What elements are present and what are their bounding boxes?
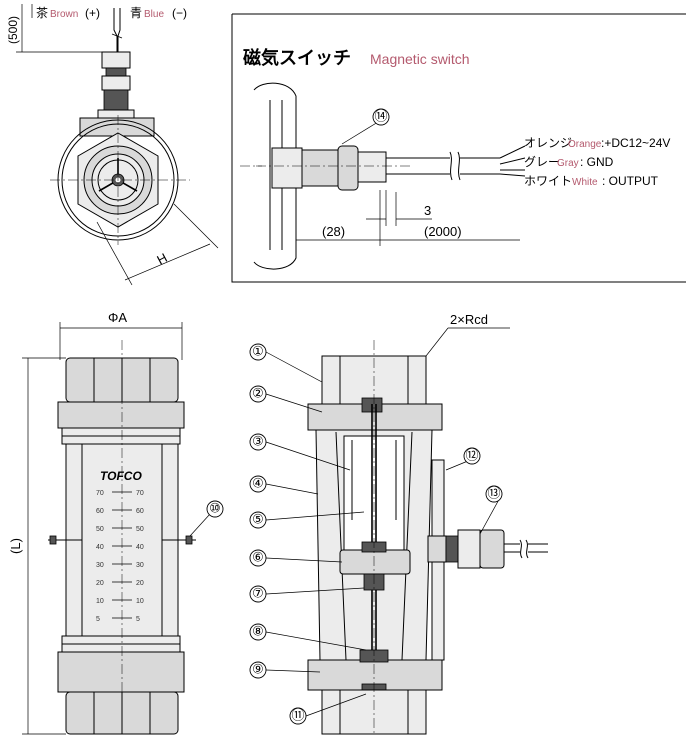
callout-leader [265, 511, 365, 521]
scale-label-right: 70 [136, 490, 144, 497]
callout-leader [265, 351, 323, 383]
scale-label-right: 5 [136, 616, 140, 623]
callout-circle [249, 585, 267, 603]
switch-title-en: Magnetic switch [370, 51, 470, 67]
brand-logo: TOFCO [100, 469, 142, 483]
dim-h: H [154, 250, 169, 268]
callout-number: ⑫ [465, 449, 478, 464]
scale-label-right: 30 [136, 562, 144, 569]
callout-number: ④ [252, 477, 264, 492]
callout-number: ⑥ [252, 551, 264, 566]
callout-circle [249, 343, 267, 361]
scale-label-left: 70 [96, 490, 104, 497]
scale-label-left: 10 [96, 598, 104, 605]
callout-number: ⑦ [252, 587, 264, 602]
gray-value: : GND [580, 155, 614, 169]
callout-number: ⑤ [252, 513, 264, 528]
callout-leader [265, 669, 321, 673]
callout-number: ⑧ [252, 625, 264, 640]
dim-28: (28) [322, 224, 345, 239]
callout-leader [265, 557, 343, 563]
callout-circle [249, 433, 267, 451]
dim-rcd: 2×Rcd [450, 312, 488, 327]
gray-label-jp: グレー [524, 155, 560, 169]
orange-label-en: Orange [568, 139, 602, 150]
magnetic-switch-panel: 磁気スイッチ Magnetic switch ⑭ オレンジ Orange :+D… [231, 13, 686, 283]
scale-label-left: 20 [96, 580, 104, 587]
white-label-jp: ホワイト [524, 174, 572, 188]
scale-label-right: 60 [136, 508, 144, 515]
front-view: ΦA (L) TOFCO 70 70 60 60 50 50 40 40 30 30 20 20 10 1… [8, 310, 224, 736]
scale-label-right: 50 [136, 526, 144, 533]
minus-label: (−) [172, 6, 187, 20]
callout-leader [265, 483, 319, 495]
callout-circle [249, 549, 267, 567]
callout-leader [305, 693, 367, 717]
callout-leader [265, 631, 367, 651]
callout-circle [485, 485, 503, 503]
scale-label-left: 60 [96, 508, 104, 515]
scale-label-left: 30 [96, 562, 104, 569]
callout-10: ⑩ [209, 502, 221, 517]
callout-number: ⑪ [291, 709, 304, 724]
callout-circle [249, 511, 267, 529]
dim-2000: (2000) [424, 224, 462, 239]
blue-wire-label-en: Blue [144, 9, 164, 20]
callout-circle [249, 623, 267, 641]
top-view: (500) 茶 Brown (+) 青 Blue (−) [6, 4, 219, 286]
switch-title-jp: 磁気スイッチ [243, 47, 351, 69]
callout-14: ⑭ [374, 110, 387, 125]
callout-number: ⑨ [252, 663, 264, 678]
brown-wire-label-jp: 茶 [36, 5, 48, 20]
callout-circle [289, 707, 307, 725]
scale-label-right: 20 [136, 580, 144, 587]
callout-circle [249, 385, 267, 403]
callout-leader [265, 587, 365, 595]
dim-3: 3 [424, 203, 431, 218]
plus-label: (+) [85, 6, 100, 20]
scale-label-left: 40 [96, 544, 104, 551]
orange-value: :+DC12~24V [601, 136, 670, 150]
blue-wire-label-jp: 青 [130, 6, 142, 20]
callout-leader [265, 393, 323, 413]
dim-l: (L) [8, 538, 23, 554]
callout-circle [463, 447, 481, 465]
scale-label-left: 5 [96, 616, 100, 623]
dim-phi-a: ΦA [108, 310, 127, 325]
brown-wire-label-en: Brown [50, 9, 78, 20]
gray-label-en: Gray [557, 158, 579, 169]
callout-number: ② [252, 387, 264, 402]
scale-label-left: 50 [96, 526, 104, 533]
callout-leader [265, 441, 351, 471]
callout-list: ① ② ③ ④ ⑤ ⑥ ⑦ ⑧ ⑨ ⑪ ⑫ ⑬ [249, 343, 503, 725]
white-label-en: White [572, 177, 598, 188]
callout-number: ① [252, 345, 264, 360]
dim-500: (500) [6, 16, 20, 44]
callout-circle [249, 661, 267, 679]
scale-label-right: 40 [136, 544, 144, 551]
orange-label-jp: オレンジ [524, 136, 572, 150]
scale-label-right: 10 [136, 598, 144, 605]
callout-number: ③ [252, 435, 264, 450]
callout-number: ⑬ [487, 487, 500, 502]
callout-circle [249, 475, 267, 493]
section-view: 2×Rcd [249, 312, 548, 736]
white-value: : OUTPUT [602, 174, 659, 188]
